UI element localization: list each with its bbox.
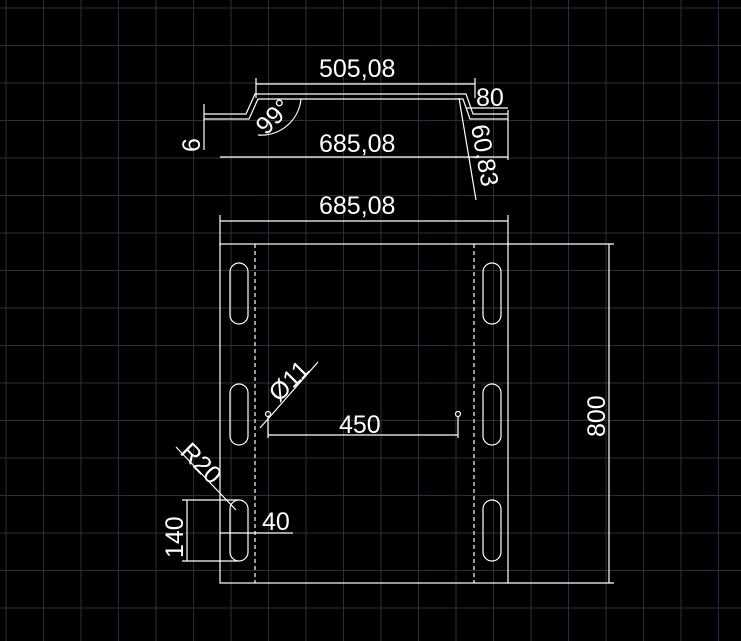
dim-line-side-length	[458, 97, 477, 201]
dim-overall-width-plan: 685,08	[319, 192, 395, 220]
slot-left-bottom	[229, 499, 249, 562]
profile-outline	[204, 93, 508, 115]
slot-left-top	[229, 262, 249, 325]
dim-overall-width-profile: 685,08	[319, 130, 395, 158]
dim-slot-offset: 40	[262, 508, 290, 536]
hole-right	[454, 410, 462, 418]
angle-arc	[257, 98, 302, 136]
profile-view	[203, 78, 509, 201]
dim-flange: 80	[476, 84, 504, 112]
leader-hole-diameter	[259, 361, 319, 429]
hole-left	[264, 410, 272, 418]
plate-outline	[219, 243, 509, 584]
plan-view	[175, 215, 614, 584]
dim-slot-length: 140	[161, 516, 189, 558]
slot-right-middle	[482, 383, 502, 446]
slot-right-top	[482, 262, 502, 325]
slot-right-bottom	[482, 499, 502, 562]
dim-height: 800	[583, 395, 611, 437]
profile-outline-inner	[204, 98, 508, 120]
dim-thickness: 6	[178, 138, 206, 152]
slot-left-middle	[229, 383, 249, 446]
dim-hole-spacing: 450	[339, 411, 381, 439]
dim-top-width: 505,08	[319, 55, 395, 83]
